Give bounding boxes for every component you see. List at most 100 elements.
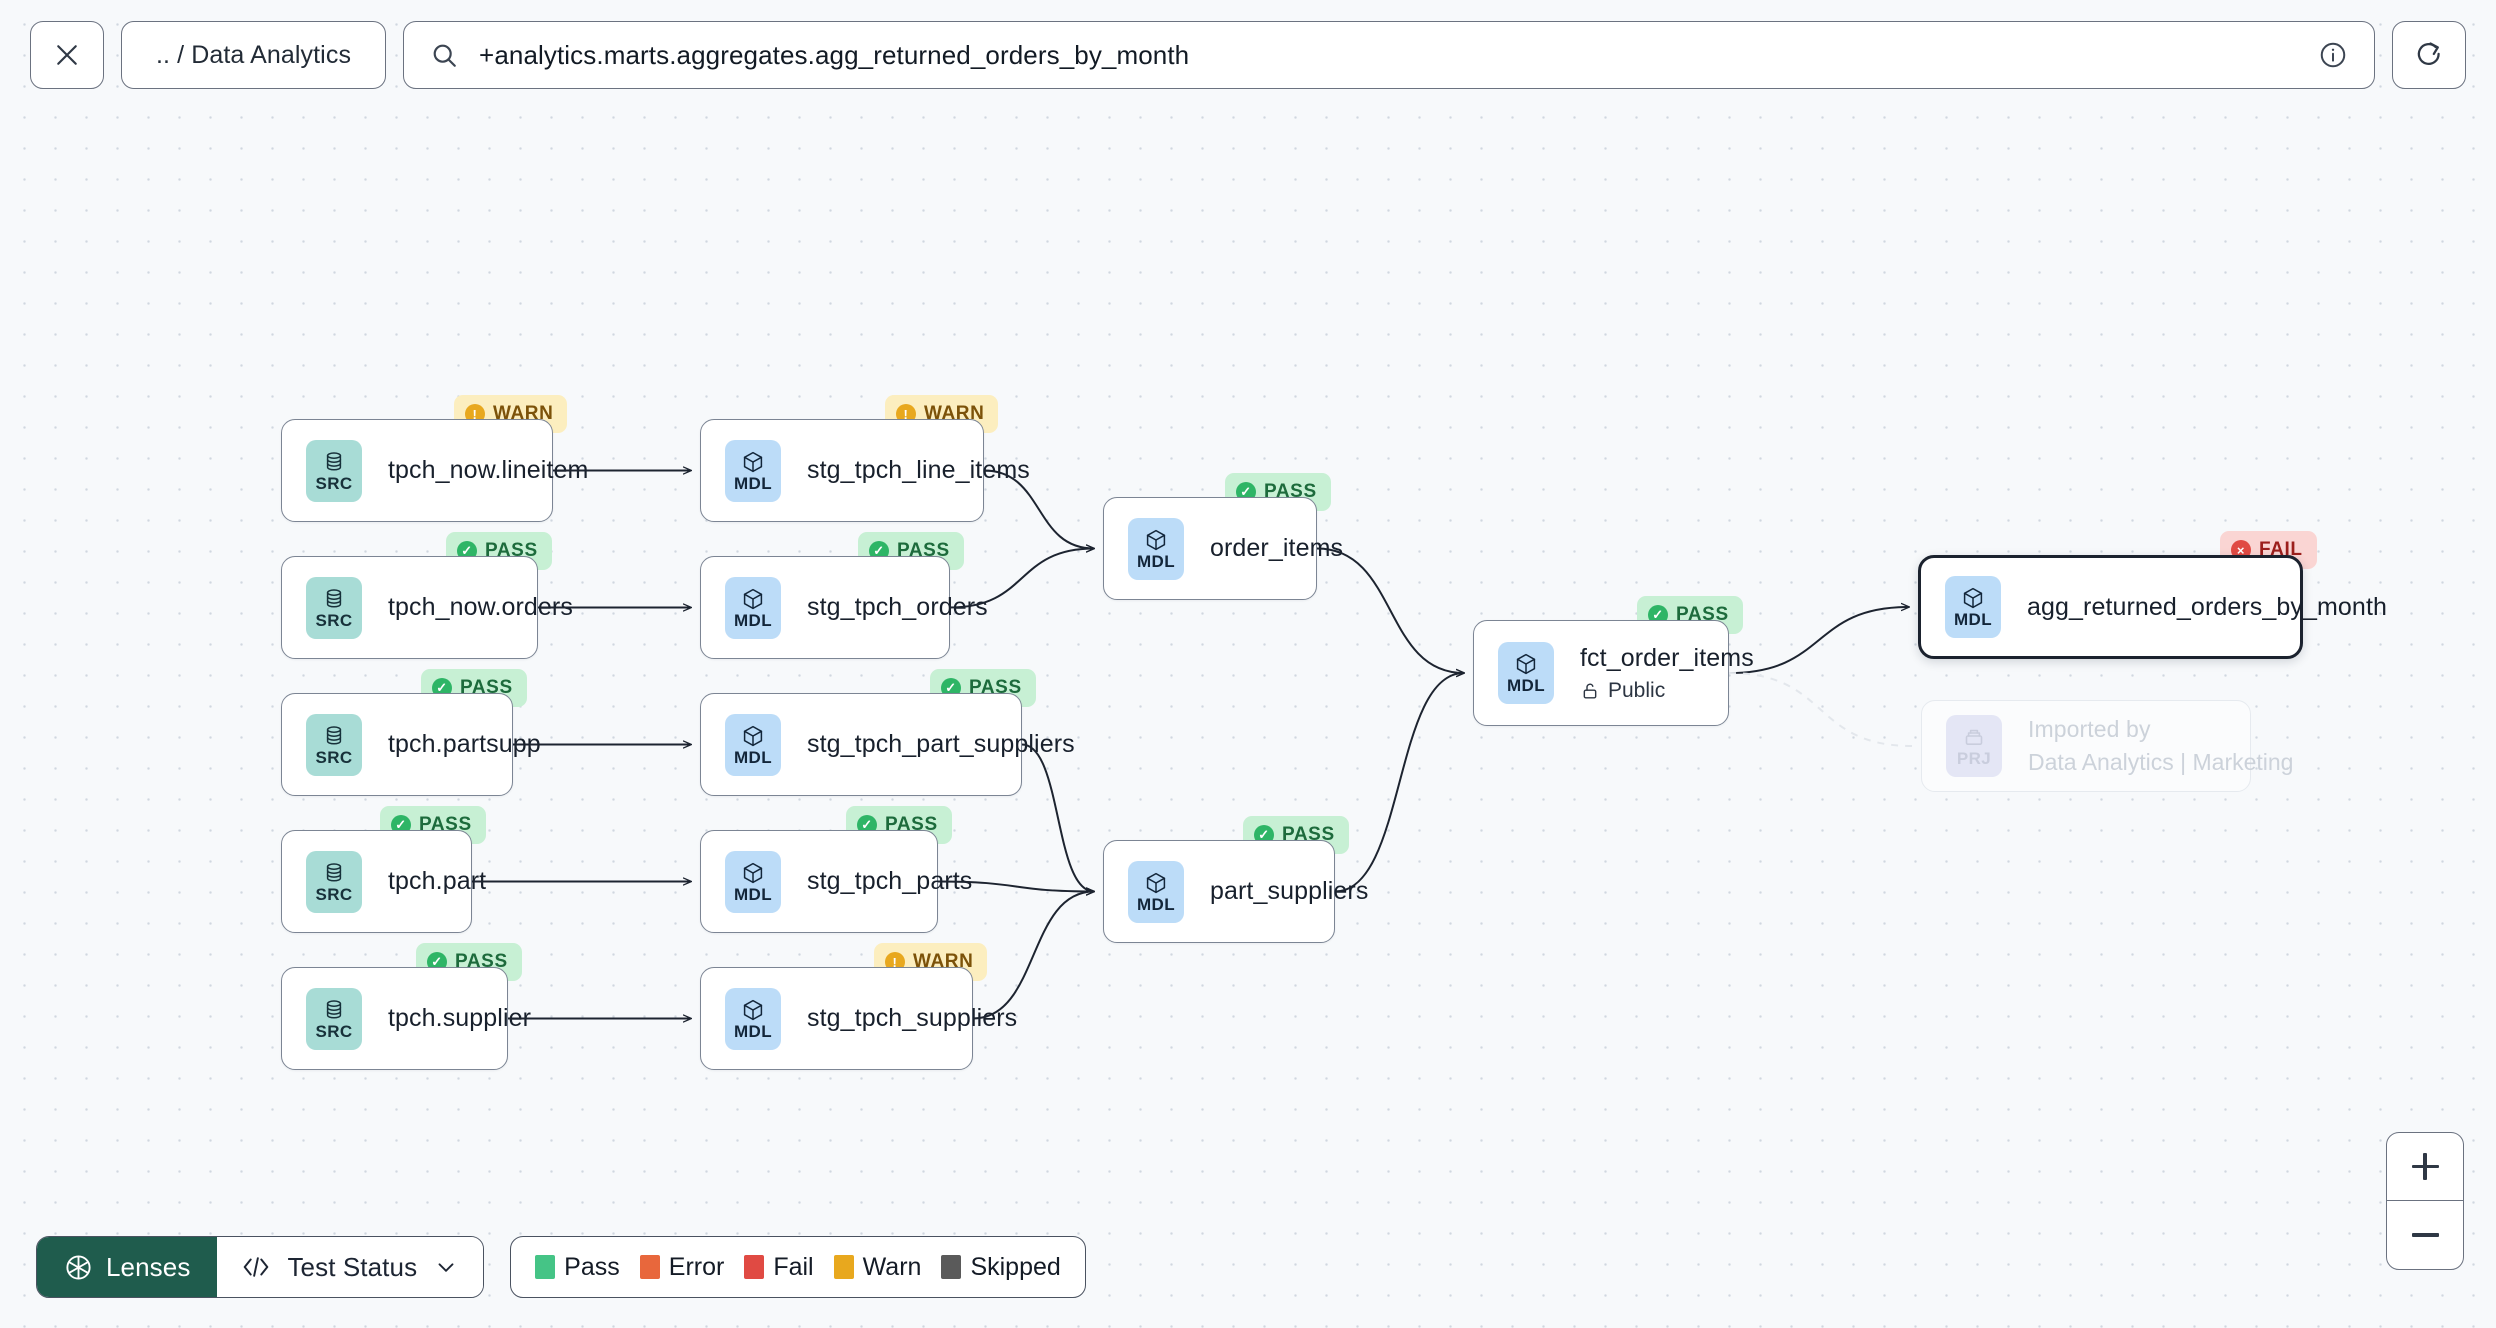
node-title: tpch_now.orders xyxy=(388,593,573,621)
zoom-out-button[interactable] xyxy=(2387,1201,2463,1269)
status-badge-label: PASS xyxy=(1264,481,1317,502)
node-text-block: stg_tpch_part_suppliers xyxy=(807,730,1075,759)
node-text-block: agg_returned_orders_by_month xyxy=(2027,593,2387,622)
status-badge-label: PASS xyxy=(1282,824,1335,845)
status-badge-label: WARN xyxy=(924,403,985,424)
lineage-node-tpch_now_lineitem[interactable]: SRC tpch_now.lineitem xyxy=(281,419,588,522)
status-badge-label: WARN xyxy=(913,951,974,972)
node-subtitle: Data Analytics | Marketing xyxy=(2028,749,2293,776)
node-text-block: Imported by Data Analytics | Marketing xyxy=(2028,716,2293,776)
mdl-type-icon: MDL xyxy=(725,439,781,502)
node-subtitle-label: Data Analytics | Marketing xyxy=(2028,749,2294,775)
legend-item-fail[interactable]: Fail xyxy=(744,1252,814,1282)
node-text-block: part_suppliers xyxy=(1210,877,1368,906)
node-subtitle: Public xyxy=(1580,679,1754,703)
lineage-node-imported_by_prj[interactable]: PRJ Imported by Data Analytics | Marketing xyxy=(1921,700,2293,792)
node-text-block: tpch_now.lineitem xyxy=(388,456,588,485)
node-text-block: tpch.part xyxy=(388,867,486,896)
node-title: agg_returned_orders_by_month xyxy=(2027,592,2387,621)
legend-item-pass[interactable]: Pass xyxy=(535,1253,620,1282)
node-text-block: stg_tpch_line_items xyxy=(807,456,1030,485)
node-title: stg_tpch_line_items xyxy=(807,456,1030,484)
search-bar[interactable] xyxy=(403,21,2375,89)
lineage-node-part_suppliers[interactable]: MDL part_suppliers xyxy=(1103,840,1368,943)
refresh-button[interactable] xyxy=(2392,21,2466,89)
status-badge-label: WARN xyxy=(493,403,554,424)
code-icon xyxy=(241,1254,271,1280)
src-type-icon: SRC xyxy=(306,987,362,1050)
zoom-in-button[interactable] xyxy=(2387,1133,2463,1201)
src-type-icon: SRC xyxy=(306,850,362,913)
mdl-type-icon: MDL xyxy=(725,713,781,776)
node-title: tpch.supplier xyxy=(388,1004,532,1032)
node-title: stg_tpch_parts xyxy=(807,867,973,895)
mdl-type-icon: MDL xyxy=(1498,642,1554,704)
legend-item-skipped[interactable]: Skipped xyxy=(941,1252,1061,1282)
lineage-node-fct_order_items[interactable]: MDL fct_order_items Public xyxy=(1473,620,1754,726)
node-subtitle-label: Public xyxy=(1608,678,1666,702)
breadcrumb[interactable]: .. / Data Analytics xyxy=(121,21,387,89)
src-type-icon: SRC xyxy=(306,439,362,502)
mdl-type-icon: MDL xyxy=(725,850,781,913)
lenses-button[interactable]: Lenses xyxy=(37,1237,218,1297)
search-input[interactable] xyxy=(479,39,2298,71)
legend-label: Error xyxy=(668,1252,725,1281)
status-badge-label: PASS xyxy=(969,677,1022,698)
status-legend: Pass Error Fail Warn Skipped xyxy=(510,1236,1086,1298)
status-badge-label: PASS xyxy=(1676,604,1729,625)
status-badge-label: PASS xyxy=(897,540,950,561)
breadcrumb-label: .. / Data Analytics xyxy=(156,40,352,69)
refresh-icon xyxy=(2413,39,2445,71)
lineage-node-stg_tpch_part_suppliers[interactable]: MDL stg_tpch_part_suppliers xyxy=(700,693,1075,796)
status-badge-label: PASS xyxy=(455,951,508,972)
mdl-type-icon: MDL xyxy=(1128,860,1184,923)
test-status-label: Test Status xyxy=(287,1251,418,1282)
lenses-group: Lenses Test Status xyxy=(36,1236,485,1298)
node-text-block: tpch.supplier xyxy=(388,1004,531,1033)
status-badge-label: PASS xyxy=(419,814,472,835)
lineage-node-stg_tpch_orders[interactable]: MDL stg_tpch_orders xyxy=(700,556,988,659)
node-text-block: tpch_now.orders xyxy=(388,593,573,622)
status-badge-label: PASS xyxy=(460,677,513,698)
node-title: fct_order_items xyxy=(1580,643,1754,672)
prj-type-icon: PRJ xyxy=(1946,715,2002,777)
search-icon xyxy=(430,41,459,70)
status-badge-label: PASS xyxy=(485,540,538,561)
lineage-node-stg_tpch_line_items[interactable]: MDL stg_tpch_line_items xyxy=(700,419,1030,522)
lineage-node-tpch_supplier[interactable]: SRC tpch.supplier xyxy=(281,967,531,1070)
node-title: stg_tpch_part_suppliers xyxy=(807,730,1075,758)
node-title: stg_tpch_orders xyxy=(807,593,988,621)
lenses-label: Lenses xyxy=(106,1251,191,1282)
node-text-block: fct_order_items Public xyxy=(1580,644,1754,703)
legend-label: Pass xyxy=(564,1252,620,1281)
node-title: part_suppliers xyxy=(1210,877,1369,905)
legend-label: Skipped xyxy=(970,1252,1061,1281)
legend-swatch-icon xyxy=(639,1255,660,1279)
status-badge-label: PASS xyxy=(885,814,938,835)
legend-label: Fail xyxy=(773,1252,814,1281)
test-status-dropdown[interactable]: Test Status xyxy=(217,1237,484,1297)
lineage-node-stg_tpch_parts[interactable]: MDL stg_tpch_parts xyxy=(700,830,972,933)
lineage-node-tpch_part[interactable]: SRC tpch.part xyxy=(281,830,486,933)
node-title: stg_tpch_suppliers xyxy=(807,1004,1018,1032)
info-icon[interactable] xyxy=(2318,40,2348,70)
minus-icon xyxy=(2410,1220,2440,1250)
legend-item-error[interactable]: Error xyxy=(639,1252,725,1282)
plus-icon xyxy=(2410,1152,2440,1182)
close-button[interactable] xyxy=(30,21,104,89)
legend-swatch-icon xyxy=(941,1255,962,1279)
node-title: tpch_now.lineitem xyxy=(388,456,589,484)
top-toolbar: .. / Data Analytics xyxy=(0,0,2496,110)
mdl-type-icon: MDL xyxy=(725,576,781,639)
legend-item-warn[interactable]: Warn xyxy=(833,1252,922,1282)
legend-label: Warn xyxy=(862,1252,922,1281)
node-title: Imported by xyxy=(2028,716,2151,742)
